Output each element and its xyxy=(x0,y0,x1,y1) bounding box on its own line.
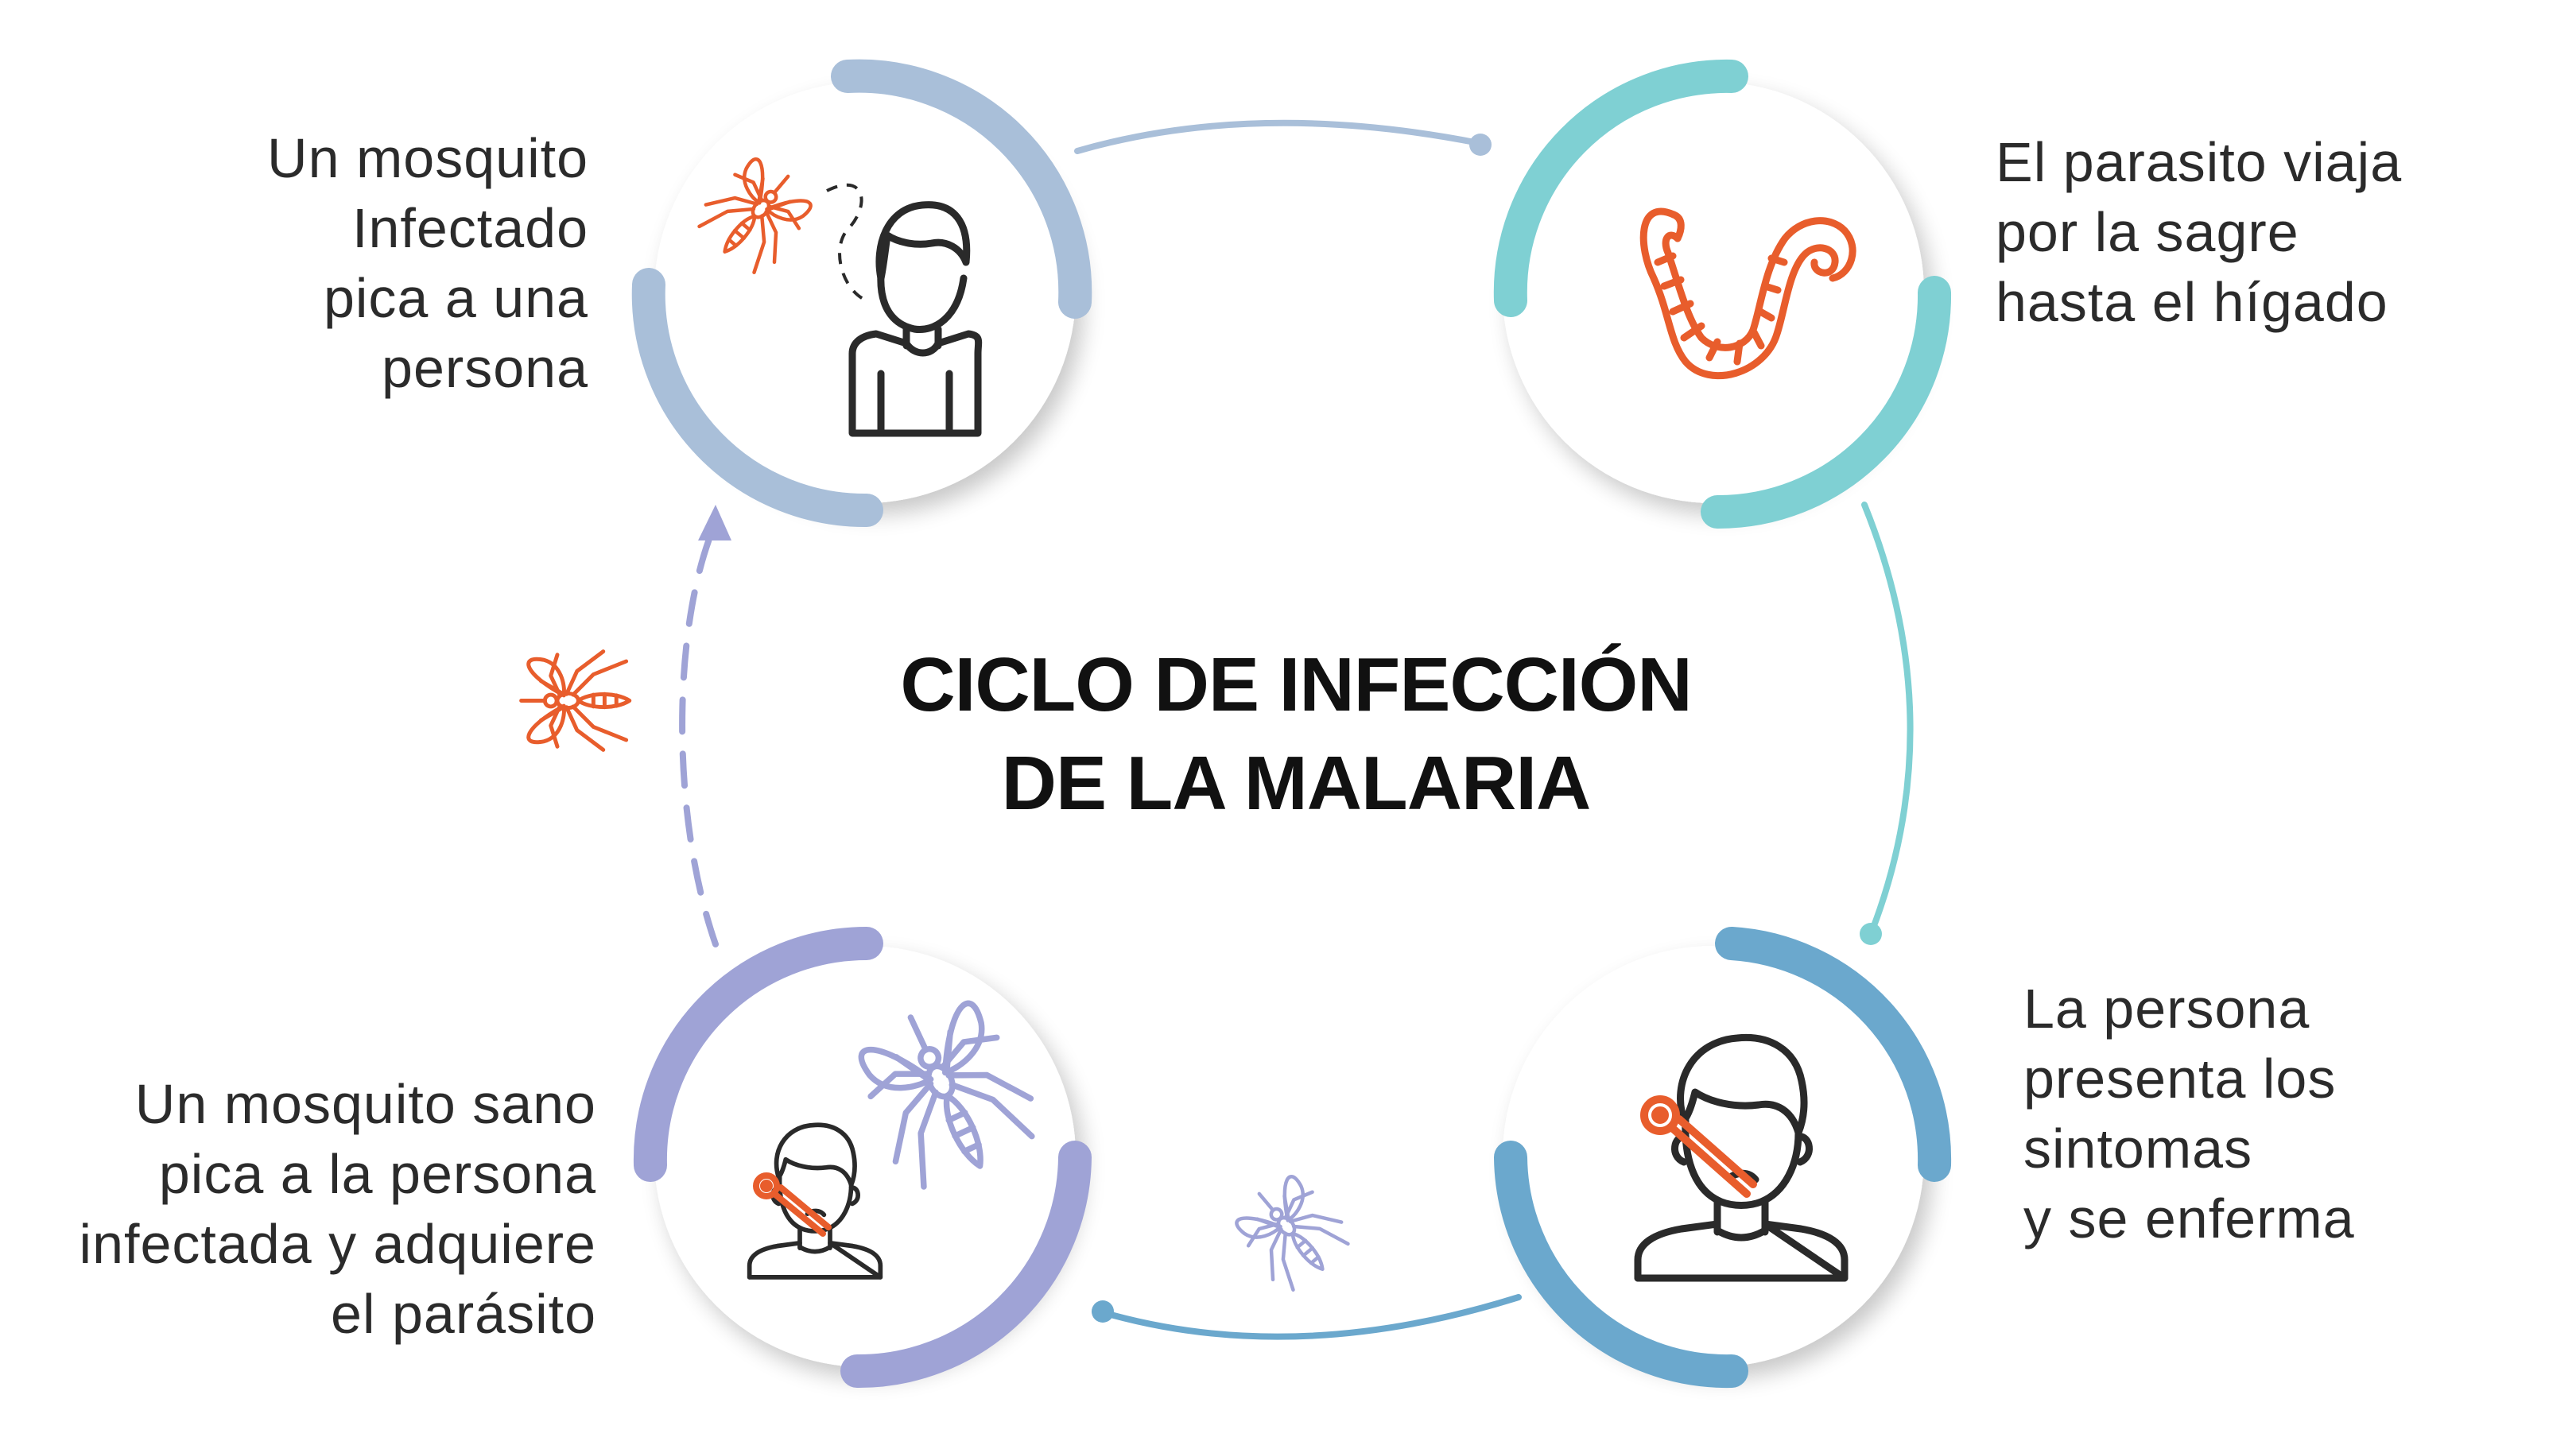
step-1-description: Un mosquito Infectado pica a una persona xyxy=(267,127,588,399)
step-2-circle xyxy=(1493,59,1952,529)
connector-2-to-3 xyxy=(1861,502,1914,933)
step-3-circle xyxy=(1494,927,1952,1389)
connector-3-to-4 xyxy=(1102,1294,1522,1340)
person-icon xyxy=(848,201,983,437)
thermometer-icon xyxy=(753,1172,832,1237)
parasite-worm-icon xyxy=(1639,207,1856,380)
connector-2-to-3-dot xyxy=(1860,923,1882,945)
step-3-description: La persona presenta los sintomas y se en… xyxy=(2023,978,2355,1249)
step-2-description: El parasito viaja por la sagre hasta el … xyxy=(1996,131,2403,333)
connector-4-to-1-dashed xyxy=(679,529,719,947)
mosquito-icon xyxy=(522,652,630,750)
diagram-title: CICLO DE INFECCIÓN DE LA MALARIA xyxy=(819,636,1773,833)
step-4-circle xyxy=(633,927,1092,1389)
diagram-title-line-1: CICLO DE INFECCIÓN xyxy=(900,642,1692,727)
flight-path xyxy=(826,183,871,304)
connector-3-to-4-dot xyxy=(1092,1300,1114,1323)
connector-4-to-1-arrowhead xyxy=(698,505,731,540)
step-4-description: Un mosquito sano pica a la persona infec… xyxy=(79,1073,596,1345)
step-1-circle xyxy=(631,59,1092,528)
mosquito-icon xyxy=(1225,1165,1357,1298)
connector-1-to-2-dot xyxy=(1469,134,1492,156)
thermometer-icon xyxy=(1640,1095,1757,1198)
connector-1-to-2 xyxy=(1074,119,1482,154)
diagram-title-line-2: DE LA MALARIA xyxy=(1001,741,1592,826)
